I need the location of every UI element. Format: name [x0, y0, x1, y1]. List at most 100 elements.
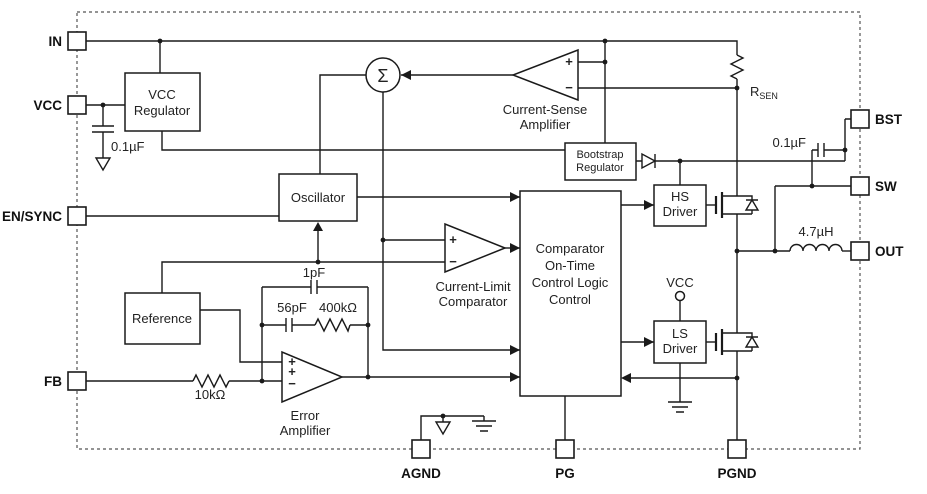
error-amp-label: Error	[291, 408, 321, 423]
bst-wire	[844, 118, 851, 161]
vcc-node: VCC	[666, 275, 694, 302]
wires	[86, 40, 851, 440]
bootstrap-regulator-box	[564, 142, 637, 181]
junction-dot	[734, 248, 740, 254]
pin-label-sw: SW	[875, 179, 897, 194]
bootstrap-diode-icon	[641, 152, 657, 170]
hs-driver-box	[653, 184, 707, 227]
error-amp-triangle	[281, 350, 344, 404]
bootstrap-regulator-block: Bootstrap Regulator	[564, 142, 637, 181]
ls-body-diode-icon	[744, 335, 760, 348]
reference-block: Reference	[124, 292, 201, 345]
pin-bst	[850, 109, 870, 129]
reference-label: Reference	[132, 311, 192, 326]
pin-label-en-sync: EN/SYNC	[2, 209, 62, 224]
comp-cap1-value: 1pF	[303, 265, 325, 280]
current-sense-amplifier: + − Current-Sense Amplifier	[503, 48, 588, 132]
pin-label-out: OUT	[875, 244, 904, 259]
pins	[67, 31, 870, 459]
arrow-sum-into-control	[510, 345, 520, 355]
inductor-value: 4.7µH	[799, 224, 834, 239]
vcc-cap-branch	[92, 105, 114, 158]
vcc-cap-value: 0.1µF	[111, 139, 145, 154]
junction-dot	[772, 248, 778, 254]
ls-fet-stubs	[722, 332, 737, 352]
arrow-into-hs-driver	[644, 200, 654, 210]
junction-dot	[734, 85, 740, 91]
control-logic-line4: Control	[549, 292, 591, 307]
hs-driver-label2: Driver	[663, 204, 698, 219]
ls-driver-label2: Driver	[663, 341, 698, 356]
pin-label-fb: FB	[44, 374, 62, 389]
ls-driver-block: LS Driver	[653, 320, 707, 364]
oscillator-box	[278, 173, 358, 222]
hs-body-diode-icon	[744, 198, 760, 211]
junction-dot	[842, 147, 848, 153]
pin-label-bst: BST	[875, 112, 903, 127]
comp-cap2-value: 56pF	[277, 300, 307, 315]
arrow-osc-into-control	[510, 192, 520, 202]
bootstrap-out-wire	[636, 154, 845, 168]
arrow-into-summer	[401, 70, 411, 80]
pin-label-vcc: VCC	[33, 98, 62, 113]
hs-fet-stubs	[722, 195, 737, 215]
pin-out	[850, 241, 870, 261]
bootstrap-label: Bootstrap	[576, 149, 623, 161]
lsdriver-ground	[668, 363, 692, 413]
pin-agnd	[411, 439, 431, 459]
comp-res-value: 400kΩ	[319, 300, 357, 315]
control-logic-block: Comparator On-Time Control Logic Control	[519, 190, 622, 397]
vcc-node-circle	[674, 290, 686, 302]
summing-junction: Σ	[365, 57, 401, 93]
reference-rail-wire	[161, 261, 445, 293]
in-rail-wire	[86, 40, 738, 55]
cs-amp-minus: −	[565, 80, 573, 95]
ls-driver-box	[653, 320, 707, 364]
vcc-regulator-label: VCC	[148, 87, 175, 102]
junction-dot	[734, 375, 740, 381]
pin-pg	[555, 439, 575, 459]
pin-label-pgnd: PGND	[717, 466, 756, 481]
agnd-wires	[420, 415, 496, 440]
bst-cap-value: 0.1µF	[772, 135, 806, 150]
arrow-into-oscillator	[313, 222, 323, 231]
junction-dots	[100, 38, 848, 419]
junction-dot	[100, 102, 106, 108]
control-logic-line3: Control Logic	[532, 275, 609, 290]
pin-in	[67, 31, 87, 51]
cl-comp-triangle	[444, 222, 508, 274]
arrow-zcd-into-control	[621, 373, 631, 383]
pin-fb	[67, 371, 87, 391]
junction-dot	[602, 38, 608, 44]
inductor-symbol	[789, 243, 843, 252]
cs-amp-label2: Amplifier	[520, 117, 571, 132]
control-logic-box	[519, 190, 622, 397]
pin-pgnd	[727, 439, 747, 459]
control-logic-line2: On-Time	[545, 258, 595, 273]
junction-dot	[380, 237, 386, 243]
sigma-symbol: Σ	[377, 66, 388, 86]
error-amplifier: + + − Error Amplifier	[280, 350, 344, 438]
junction-dot	[365, 322, 371, 328]
pin-vcc	[67, 95, 87, 115]
ref-to-erroramp-wire	[200, 309, 282, 363]
cs-amp-plus: +	[565, 54, 573, 69]
pin-label-in: IN	[49, 34, 63, 49]
junction-dot	[602, 59, 608, 65]
comp-cap1-branch	[262, 280, 368, 294]
oscillator-block: Oscillator	[278, 173, 358, 222]
ls-driver-label: LS	[672, 326, 688, 341]
ic-boundary	[76, 11, 861, 450]
reference-box	[124, 292, 201, 345]
cs-amp-label: Current-Sense	[503, 102, 588, 117]
summer-circle	[365, 57, 401, 93]
pin-label-pg: PG	[555, 466, 575, 481]
sw-wire	[774, 185, 851, 251]
control-logic-line1: Comparator	[536, 241, 605, 256]
vcc-cap-ground-icon	[94, 157, 112, 172]
cl-comp-minus: −	[449, 254, 457, 269]
cl-comp-label2: Comparator	[439, 294, 508, 309]
error-amp-plus2: +	[288, 364, 296, 379]
junction-dot	[157, 38, 163, 44]
rsen-label: RSEN	[750, 84, 778, 101]
